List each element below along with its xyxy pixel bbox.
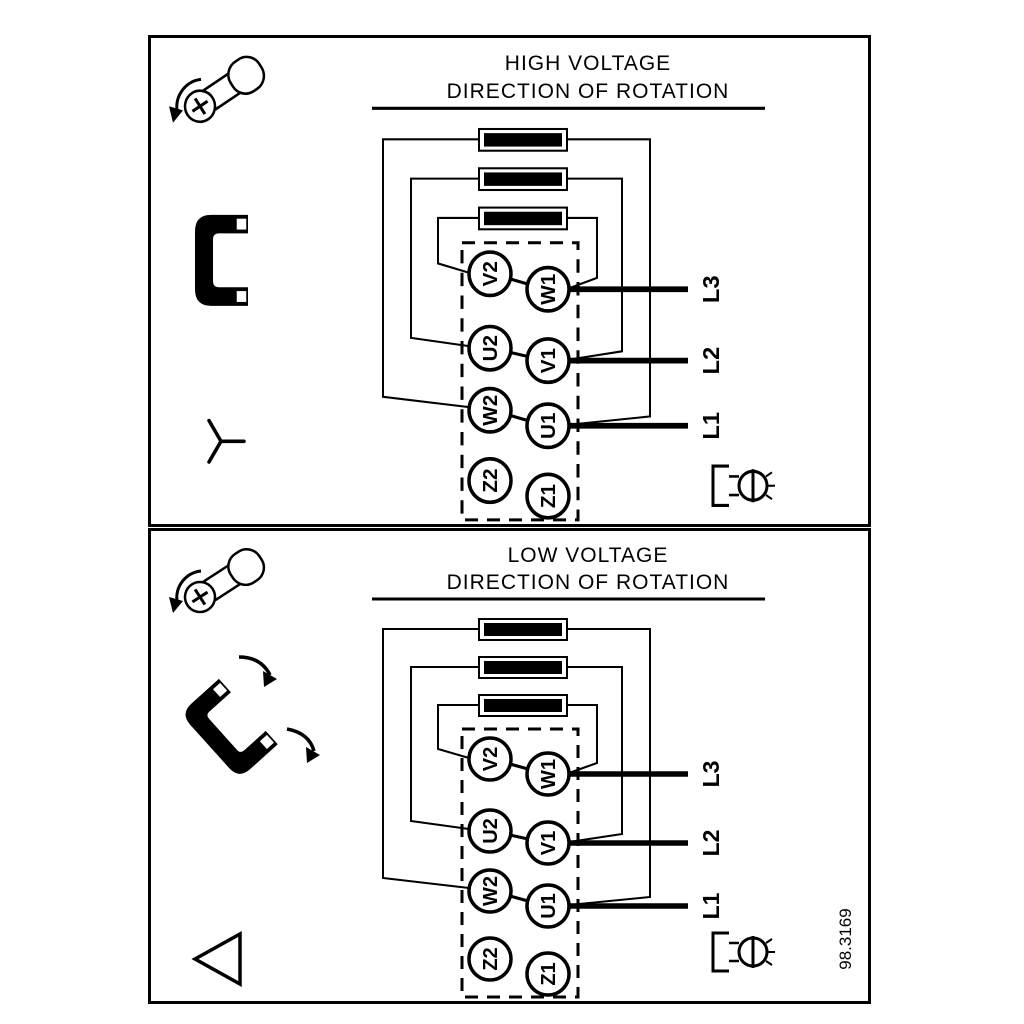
ground-screw-icon — [711, 931, 775, 973]
jumper-bars — [478, 127, 568, 231]
panel-title-line2: DIRECTION OF ROTATION — [447, 571, 730, 594]
terminal-block-outline — [460, 727, 580, 999]
supply-line-label-l2: L2 — [698, 830, 724, 857]
svg-text:U1: U1 — [538, 893, 560, 919]
supply-line-label-l2: L2 — [698, 347, 724, 375]
star-symbol — [207, 418, 246, 464]
terminal-z1: Z1 — [525, 472, 571, 520]
svg-text:Z1: Z1 — [538, 484, 560, 508]
supply-line-label-l1: L1 — [698, 412, 724, 440]
jumper-bars — [478, 618, 568, 717]
svg-text:Z2: Z2 — [480, 947, 502, 970]
doc-number: 98.3169 — [836, 908, 855, 969]
move-arrow-right — [286, 727, 316, 752]
svg-text:W2: W2 — [480, 395, 502, 426]
terminal-v2: V2 — [467, 736, 513, 782]
ground-screw-icon — [711, 464, 775, 507]
supply-line-label-l3: L3 — [698, 761, 724, 788]
terminal-v2: V2 — [467, 250, 513, 298]
svg-text:V2: V2 — [480, 747, 502, 771]
screw-turn-arrow — [175, 569, 202, 602]
panel-title-line1: HIGH VOLTAGE — [505, 51, 671, 75]
svg-text:V2: V2 — [480, 261, 502, 286]
terminal-v1: V1 — [525, 337, 571, 385]
panel-title-line1: LOW VOLTAGE — [508, 544, 669, 567]
terminal-u1: U1 — [525, 402, 571, 450]
svg-text:U1: U1 — [538, 413, 560, 439]
panel-high-voltage: HIGH VOLTAGE DIRECTION OF ROTATION — [148, 35, 871, 527]
svg-text:W1: W1 — [538, 759, 560, 789]
jumper-link-icon — [195, 214, 248, 306]
svg-text:V1: V1 — [538, 348, 560, 373]
svg-text:U2: U2 — [480, 818, 502, 844]
pair-link-w2-u1 — [509, 894, 529, 903]
screw-icon — [169, 55, 266, 124]
terminal-v1: V1 — [525, 820, 571, 866]
screw-icon — [169, 548, 266, 614]
pair-link-u2-v1 — [509, 833, 529, 841]
terminal-z2: Z2 — [467, 457, 513, 505]
panel-title-line2: DIRECTION OF ROTATION — [447, 79, 730, 103]
screw-turn-arrowhead — [169, 597, 183, 613]
screw-turn-arrow — [175, 77, 202, 111]
svg-text:V1: V1 — [538, 831, 560, 855]
pair-link-u2-v1 — [509, 350, 529, 358]
svg-text:W1: W1 — [538, 274, 560, 305]
jumper-link-move-icon — [185, 655, 320, 774]
terminal-z1: Z1 — [525, 951, 571, 997]
terminal-u2: U2 — [467, 808, 513, 854]
supply-line-label-l1: L1 — [698, 892, 724, 919]
pair-link-v2-w1 — [509, 277, 529, 286]
svg-text:W2: W2 — [480, 876, 502, 906]
wire-loop-middle — [410, 666, 623, 843]
pair-link-v2-w1 — [509, 762, 529, 771]
pair-link-w2-u1 — [509, 413, 529, 423]
terminal-u1: U1 — [525, 883, 571, 929]
svg-text:Z2: Z2 — [480, 469, 502, 493]
terminal-w1: W1 — [525, 265, 571, 313]
terminal-w2: W2 — [467, 868, 513, 914]
terminal-block-outline — [460, 241, 580, 522]
svg-text:U2: U2 — [480, 335, 502, 361]
move-arrow-top — [238, 655, 272, 676]
terminal-w1: W1 — [525, 751, 571, 797]
supply-line-label-l3: L3 — [698, 275, 724, 303]
panel-low-voltage: LOW VOLTAGE DIRECTION OF ROTATION — [148, 528, 871, 1004]
delta-symbol — [191, 931, 242, 987]
terminal-w2: W2 — [467, 386, 513, 434]
terminal-z2: Z2 — [467, 936, 513, 982]
screw-turn-arrowhead — [169, 106, 183, 123]
wire-loop-middle — [410, 177, 623, 361]
svg-text:Z1: Z1 — [538, 962, 560, 985]
terminal-u2: U2 — [467, 324, 513, 372]
